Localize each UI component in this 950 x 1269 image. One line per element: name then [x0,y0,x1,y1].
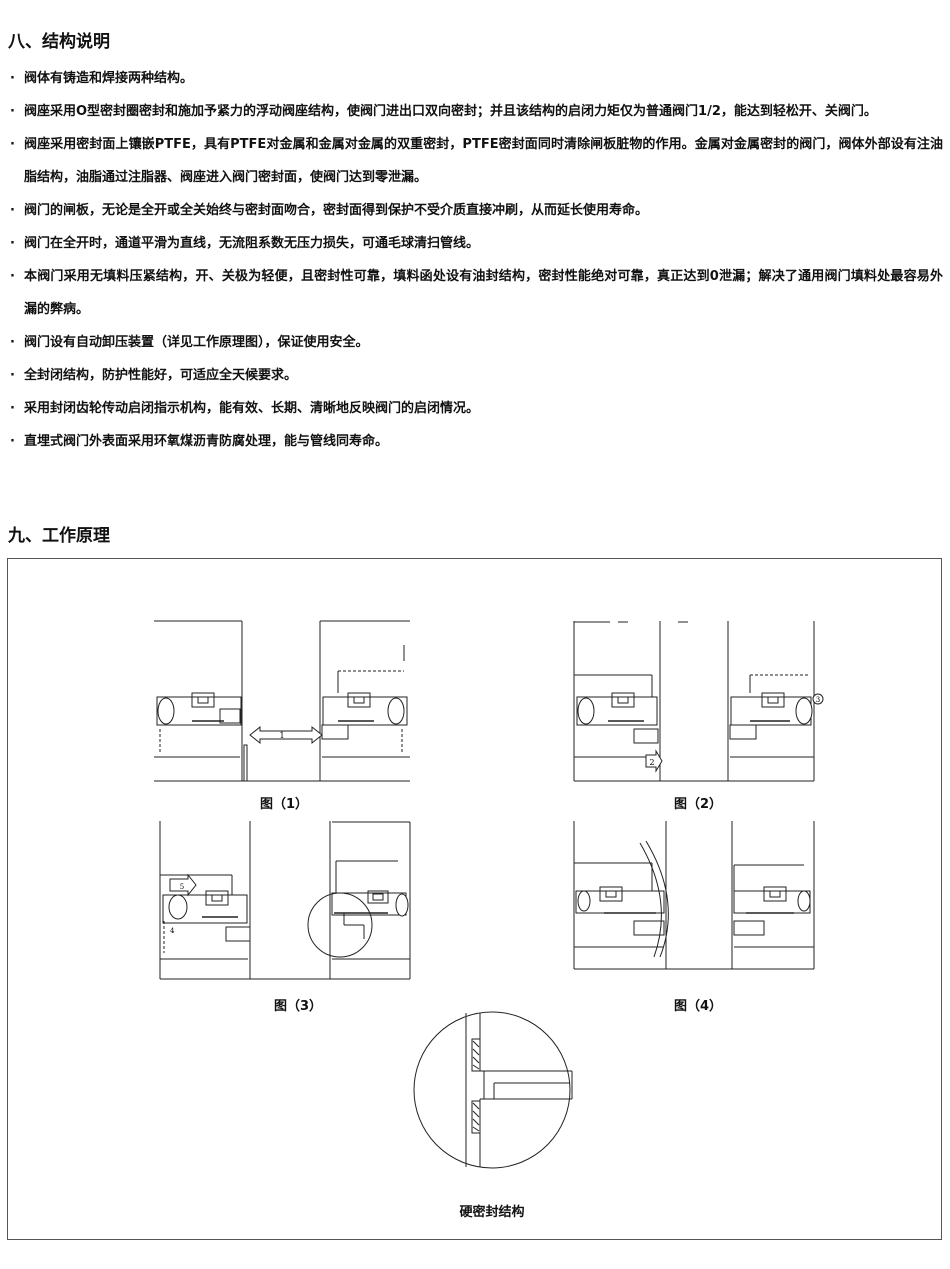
section-9-title: 九、工作原理 [8,526,110,546]
list-item: 阀座采用密封面上镶嵌PTFE，具有PTFE对金属和金属对金属的双重密封，PTFE… [8,128,943,194]
working-principle-frame: 1 图（1） 3 2 图（2） [7,558,942,1240]
figure-2-label-b: 3 [816,696,820,704]
figure-2-drawing: 3 2 [573,621,824,782]
figure-3-label-b: 4 [170,927,175,935]
list-item: 阀座采用O型密封圈密封和施加予紧力的浮动阀座结构，使阀门进出口双向密封；并且该结… [8,95,943,128]
list-item: 采用封闭齿轮传动启闭指示机构，能有效、长期、清晰地反映阀门的启闭情况。 [8,392,943,425]
structure-list: 阀体有铸造和焊接两种结构。 阀座采用O型密封圈密封和施加予紧力的浮动阀座结构，使… [8,62,943,458]
hard-seal-caption: 硬密封结构 [459,1205,525,1220]
figure-4-caption: 图（4） [673,999,723,1014]
list-item: 阀体有铸造和焊接两种结构。 [8,62,943,95]
list-item: 本阀门采用无填料压紧结构，开、关极为轻便，且密封性可靠，填料函处设有油封结构，密… [8,260,943,326]
list-item: 全封闭结构，防护性能好，可适应全天候要求。 [8,359,943,392]
figure-1-label: 1 [279,731,284,740]
list-item: 直埋式阀门外表面采用环氧煤沥青防腐处理，能与管线同寿命。 [8,425,943,458]
figure-3-drawing: 5 4 [159,821,411,980]
figure-1-caption: 图（1） [259,797,309,812]
list-item: 阀门设有自动卸压装置（详见工作原理图），保证使用安全。 [8,326,943,359]
figure-1-drawing: 1 [154,620,410,782]
list-item: 阀门在全开时，通道平滑为直线，无流阻系数无压力损失，可通毛球清扫管线。 [8,227,943,260]
figure-3-caption: 图（3） [273,999,323,1014]
figure-3-label-a: 5 [180,883,184,891]
figure-2-label-a: 2 [649,758,654,767]
figure-4-drawing [573,821,815,970]
list-item: 阀门的闸板，无论是全开或全关始终与密封面吻合，密封面得到保护不受介质直接冲刷，从… [8,194,943,227]
hard-seal-drawing [413,1011,573,1169]
section-8-title: 八、结构说明 [8,32,110,52]
figure-2-caption: 图（2） [673,797,723,812]
